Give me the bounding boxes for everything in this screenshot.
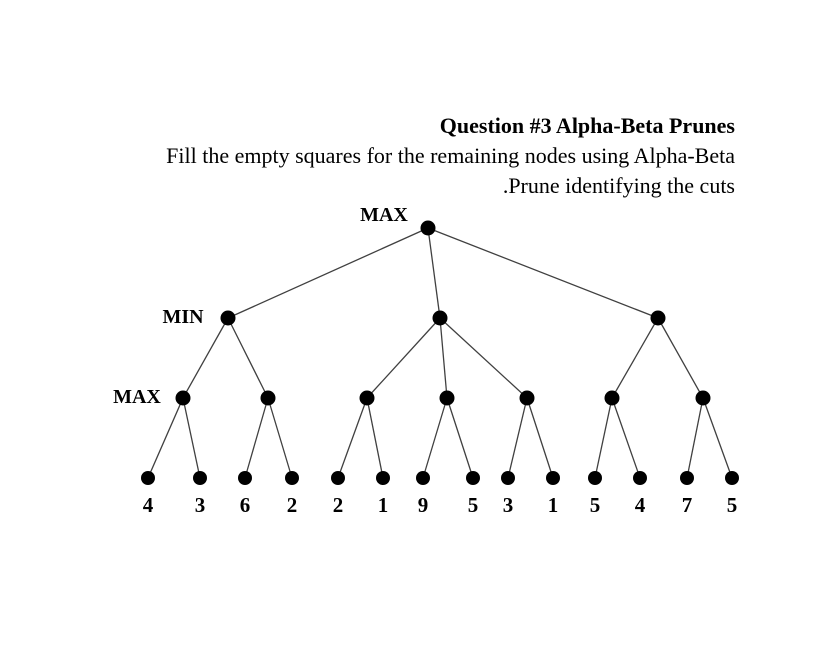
tree-edge-min-2-to-max-6 [657,317,704,399]
tree-edge-max-5-to-leaf-11 [611,397,641,479]
tree-edge-max-3-to-leaf-7 [446,397,474,479]
leaf-value-leaf-7: 5 [468,493,479,517]
leaf-value-leaf-3: 2 [287,493,298,517]
tree-edge-max-4-to-leaf-9 [526,397,554,479]
leaf-value-leaf-6: 9 [418,493,429,517]
tree-edge-min-1-to-max-2 [366,317,441,399]
tree-node-leaf-13 [725,471,739,485]
tree-node-leaf-2 [238,471,252,485]
tree-edge-max-4-to-leaf-8 [507,397,528,479]
leaf-value-leaf-4: 2 [333,493,344,517]
tree-node-leaf-0 [141,471,155,485]
tree-node-leaf-10 [588,471,602,485]
leaf-value-leaf-5: 1 [378,493,389,517]
tree-edge-min-0-to-max-0 [182,317,229,399]
leaf-value-leaf-13: 5 [727,493,738,517]
tree-edge-max-6-to-leaf-13 [702,397,733,479]
instruction-line-1: Fill the empty squares for the remaining… [166,143,735,168]
tree-node-leaf-12 [680,471,694,485]
tree-edge-max-1-to-leaf-3 [267,397,293,479]
tree-node-leaf-4 [331,471,345,485]
tree-node-max-3 [439,390,455,406]
tree-node-root [420,220,436,236]
tree-node-max-4 [519,390,535,406]
leaf-value-leaf-1: 3 [195,493,206,517]
tree-node-leaf-8 [501,471,515,485]
tree-edge-root-to-min-1 [427,227,441,319]
tree-node-leaf-1 [193,471,207,485]
tree-node-min-2 [650,310,666,326]
tree-edge-max-2-to-leaf-5 [366,397,384,479]
question-title: Question #3 Alpha-Beta Prunes [439,113,735,138]
tree-node-leaf-11 [633,471,647,485]
tree-node-leaf-5 [376,471,390,485]
tree-edge-min-0-to-max-1 [227,317,269,399]
leaf-value-leaf-11: 4 [635,493,646,517]
tree-node-min-0 [220,310,236,326]
instruction-line-2: .Prune identifying the cuts [502,173,735,198]
tree-node-leaf-3 [285,471,299,485]
max-level-label: MAX [113,386,161,408]
tree-edge-max-5-to-leaf-10 [594,397,613,479]
leaf-value-leaf-12: 7 [682,493,693,517]
tree-node-leaf-9 [546,471,560,485]
tree-edge-max-0-to-leaf-0 [147,397,184,479]
tree-edge-min-1-to-max-3 [439,317,448,399]
tree-node-leaf-6 [416,471,430,485]
root-level-label: MAX [360,204,408,226]
tree-node-max-6 [695,390,711,406]
tree-edge-root-to-min-2 [427,227,659,319]
tree-edge-max-2-to-leaf-4 [337,397,368,479]
leaf-value-leaf-8: 3 [503,493,514,517]
tree-node-leaf-7 [466,471,480,485]
tree-edge-min-1-to-max-4 [439,317,528,399]
tree-node-max-2 [359,390,375,406]
question-header: Question #3 Alpha-Beta Prunes Fill the e… [166,111,735,201]
tree-edge-max-6-to-leaf-12 [686,397,704,479]
tree-node-min-1 [432,310,448,326]
leaf-value-leaf-2: 6 [240,493,251,517]
min-level-label: MIN [162,306,204,328]
leaf-value-leaf-10: 5 [590,493,601,517]
tree-edge-min-2-to-max-5 [611,317,659,399]
tree-edge-max-0-to-leaf-1 [182,397,201,479]
tree-node-max-1 [260,390,276,406]
tree-edge-max-3-to-leaf-6 [422,397,448,479]
tree-node-max-0 [175,390,191,406]
leaf-value-leaf-9: 1 [548,493,559,517]
tree-edge-max-1-to-leaf-2 [244,397,269,479]
leaf-value-leaf-0: 4 [143,493,154,517]
tree-node-max-5 [604,390,620,406]
tree-edge-root-to-min-0 [227,227,429,319]
